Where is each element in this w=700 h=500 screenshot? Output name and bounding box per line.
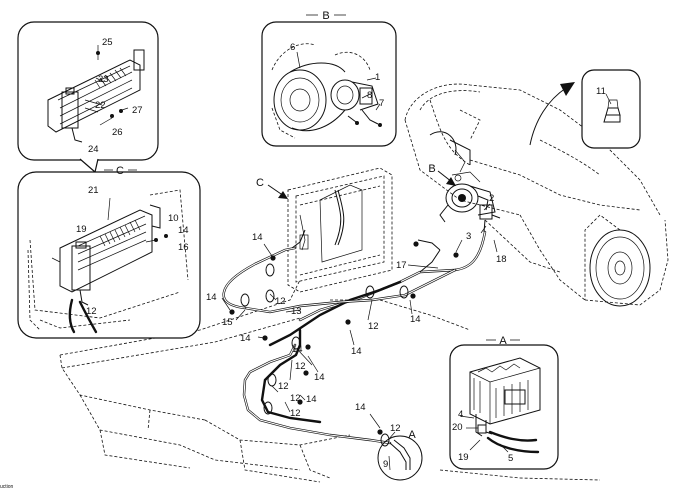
mounting-bolts — [229, 241, 459, 435]
callout-14-e: 14 — [292, 344, 303, 355]
view-arrow-label-b: B — [428, 163, 435, 175]
detail-view-c — [17, 171, 201, 339]
detail-view-11 — [581, 69, 641, 149]
callout-9: 9 — [383, 459, 388, 470]
leader-lines — [221, 203, 498, 471]
callout-8: 8 — [367, 90, 372, 101]
callout-12c: 12 — [86, 306, 97, 317]
machine-frame-outline — [59, 279, 601, 483]
refrigerant-hoses — [222, 229, 487, 470]
view-11-arrow — [529, 82, 575, 146]
view-arrow-label-c: C — [256, 177, 264, 189]
view-label-c: C — [116, 165, 124, 177]
callout-2: 2 — [489, 193, 494, 204]
callout-3: 3 — [466, 231, 471, 242]
condenser-assembly — [287, 167, 393, 293]
callout-14-d: 14 — [314, 372, 325, 383]
callout-14-f: 14 — [306, 394, 317, 405]
callout-14c: 14 — [178, 225, 189, 236]
callout-20: 20 — [452, 422, 463, 433]
callout-7: 7 — [379, 98, 384, 109]
callout-14-b: 14 — [206, 292, 217, 303]
callout-17: 17 — [396, 260, 407, 271]
callout-27: 27 — [132, 105, 143, 116]
callout-12-d: 12 — [290, 393, 301, 404]
callout-22: 22 — [95, 100, 106, 111]
callout-16: 16 — [178, 242, 189, 253]
callout-14-a: 14 — [252, 232, 263, 243]
callout-14-i: 14 — [355, 402, 366, 413]
view-c-arrow — [267, 184, 288, 199]
callout-12-g: 12 — [390, 423, 401, 434]
detail-view-b — [261, 21, 397, 147]
view-label-a: A — [499, 335, 507, 347]
callout-24: 24 — [88, 144, 99, 155]
callout-12-a: 12 — [275, 296, 286, 307]
callout-13: 13 — [291, 306, 302, 317]
view-label-b: B — [322, 10, 329, 22]
callout-5: 5 — [508, 453, 513, 464]
callout-12-b: 12 — [295, 361, 306, 372]
compressor — [439, 171, 501, 233]
callout-12-f: 12 — [368, 321, 379, 332]
detail-a-circle — [377, 435, 423, 481]
callout-19a: 19 — [458, 452, 469, 463]
callout-4: 4 — [458, 409, 463, 420]
hose-clamps — [240, 263, 409, 447]
callout-1: 1 — [375, 72, 380, 83]
callout-6: 6 — [290, 42, 295, 53]
callout-numbers: B C A C B A 25 23 22 27 26 24 21 19 10 1… — [0, 10, 606, 490]
callout-21: 21 — [88, 185, 99, 196]
engine-outline — [404, 83, 669, 307]
callout-12-c: 12 — [278, 381, 289, 392]
callout-26: 26 — [112, 127, 123, 138]
callout-14-g: 14 — [351, 346, 362, 357]
callout-11: 11 — [596, 86, 606, 97]
callout-25: 25 — [102, 37, 113, 48]
callout-12-e: 12 — [290, 408, 301, 419]
callout-19: 19 — [76, 224, 87, 235]
callout-14-c: 14 — [240, 333, 251, 344]
corner-text: uction — [0, 484, 14, 490]
view-b-arrow — [437, 170, 456, 186]
detail-view-a — [449, 344, 559, 470]
callout-15: 15 — [222, 317, 233, 328]
detail-view-upper — [17, 21, 159, 174]
hose-end-label-a: A — [408, 429, 416, 441]
callout-10: 10 — [168, 213, 179, 224]
callout-23: 23 — [98, 74, 109, 85]
callout-14-h: 14 — [410, 314, 421, 325]
callout-18: 18 — [496, 254, 507, 265]
